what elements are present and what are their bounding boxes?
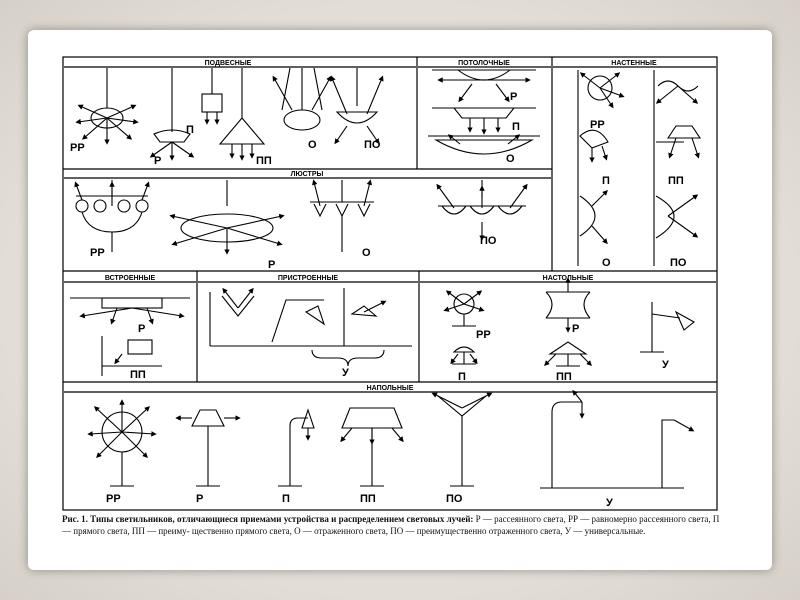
label-chandelier-po: ПО xyxy=(480,235,497,247)
label-floor-p: П xyxy=(282,493,290,505)
table-illustrations xyxy=(443,277,695,367)
chandelier-illustrations xyxy=(74,179,528,255)
ceiling-illustrations xyxy=(428,69,540,155)
label-built-in-r: Р xyxy=(138,323,145,335)
label-floor-rr: РР xyxy=(106,493,121,505)
label-wall-p: П xyxy=(602,175,610,187)
label-ceiling-p: П xyxy=(512,121,520,133)
label-attached-u: У xyxy=(342,367,349,379)
header-floor: НАПОЛЬНЫЕ xyxy=(367,385,414,392)
slide-frame xyxy=(28,30,772,570)
attached-illustrations xyxy=(209,287,412,367)
label-table-r: Р xyxy=(572,323,579,335)
label-floor-u: У xyxy=(606,497,613,509)
grid-lines xyxy=(62,56,718,511)
label-pendant-r: Р xyxy=(154,155,161,167)
label-floor-pp: ПП xyxy=(360,493,376,505)
label-table-u: У xyxy=(662,359,669,371)
label-chandelier-r: Р xyxy=(268,259,275,271)
wall-illustrations xyxy=(577,70,702,266)
label-pendant-rr: РР xyxy=(70,142,85,154)
label-wall-o: О xyxy=(602,257,611,269)
label-ceiling-r: Р xyxy=(510,91,517,103)
built-in-illustrations xyxy=(70,297,190,376)
label-ceiling-o: О xyxy=(506,153,515,165)
label-table-p: П xyxy=(458,371,466,383)
caption-body: Р — рассеянного света, РР — равномерно р… xyxy=(62,514,720,536)
header-wall: НАСТЕННЫЕ xyxy=(611,60,657,67)
header-chandeliers: ЛЮСТРЫ xyxy=(291,171,324,178)
label-floor-po: ПО xyxy=(446,493,463,505)
label-pendant-pp: ПП xyxy=(256,155,272,167)
luminaire-diagram: ПОДВЕСНЫЕ ПОТОЛОЧНЫЕ НАСТЕННЫЕ ЛЮСТРЫ ВС… xyxy=(62,56,718,511)
label-built-in-pp: ПП xyxy=(130,369,146,381)
label-table-pp: ПП xyxy=(556,371,572,383)
header-ceiling: ПОТОЛОЧНЫЕ xyxy=(458,60,510,67)
label-floor-r: Р xyxy=(196,493,203,505)
label-table-rr: РР xyxy=(476,329,491,341)
figure-caption: Рис. 1. Типы светильников, отличающиеся … xyxy=(62,514,722,537)
label-pendant-o: О xyxy=(308,139,317,151)
label-wall-po: ПО xyxy=(670,257,687,269)
label-pendant-p: П xyxy=(186,124,194,136)
label-chandelier-o: О xyxy=(362,247,371,259)
label-wall-pp: ПП xyxy=(668,175,684,187)
header-built-in: ВСТРОЕННЫЕ xyxy=(105,275,156,282)
caption-title: Рис. 1. Типы светильников, отличающиеся … xyxy=(62,514,474,524)
pendant-illustrations xyxy=(75,67,384,161)
header-pendant: ПОДВЕСНЫЕ xyxy=(205,60,252,67)
header-attached: ПРИСТРОЕННЫЕ xyxy=(278,275,339,282)
floor-illustrations xyxy=(87,389,695,489)
label-chandelier-rr: РР xyxy=(90,247,105,259)
label-pendant-po: ПО xyxy=(364,139,381,151)
label-wall-rr: РР xyxy=(590,119,605,131)
